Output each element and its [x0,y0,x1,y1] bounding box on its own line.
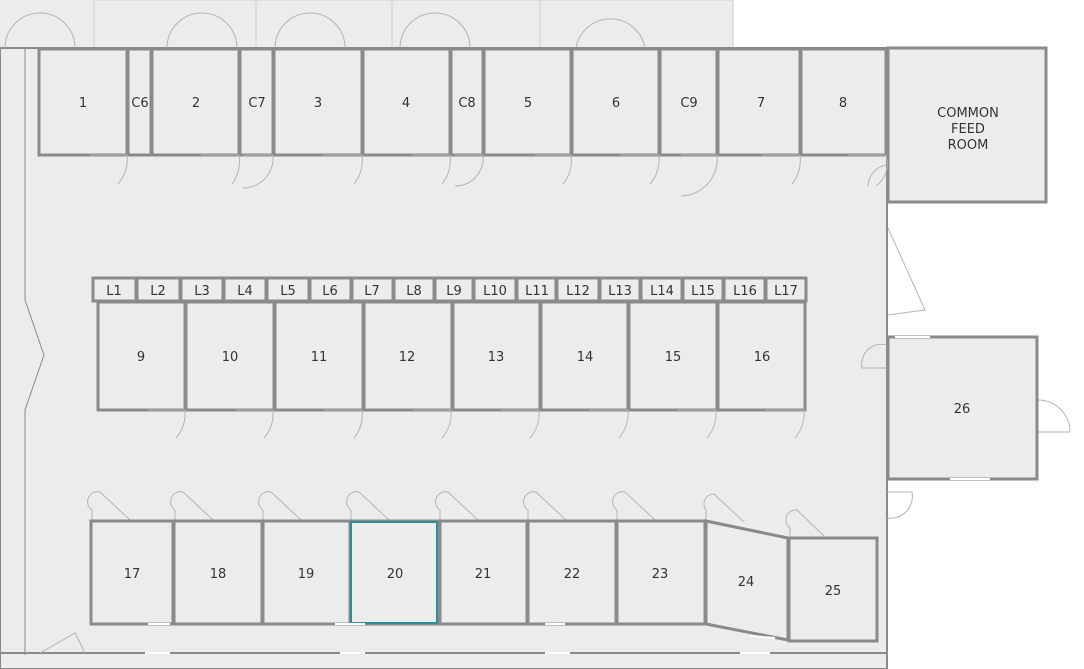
label-l3: L3 [194,284,210,299]
label-c8: C8 [458,96,475,111]
label-18: 18 [210,567,227,582]
room-labels: 1 C6 2 C7 3 4 C8 5 6 C9 7 8 COMMON FEED … [79,96,999,599]
label-l5: L5 [280,284,296,299]
label-4: 4 [402,96,410,111]
label-14: 14 [577,350,594,365]
label-l15: L15 [691,284,715,299]
label-15: 15 [665,350,682,365]
stall-16[interactable] [716,300,807,412]
middle-row-door-arcs [148,409,805,439]
label-l6: L6 [322,284,338,299]
stall-10[interactable] [184,300,276,412]
common-feed-room[interactable] [886,46,1048,204]
label-6: 6 [612,96,620,111]
label-feed-3: ROOM [948,138,989,153]
stall-4[interactable] [361,47,452,157]
upper-partial-rooms [0,0,734,49]
label-12: 12 [399,350,416,365]
label-l10: L10 [483,284,507,299]
label-2: 2 [192,96,200,111]
label-23: 23 [652,567,669,582]
label-17: 17 [124,567,141,582]
stall-6[interactable] [570,47,661,157]
bottom-row-stalls [89,519,879,643]
closet-c7[interactable] [238,47,275,157]
label-l13: L13 [608,284,632,299]
stall-5[interactable] [482,47,573,157]
stall-9[interactable] [96,300,187,412]
label-l16: L16 [733,284,757,299]
label-10: 10 [222,350,239,365]
stall-12[interactable] [362,300,454,412]
bottom-row-door-arcs [39,491,827,654]
label-l4: L4 [237,284,253,299]
label-19: 19 [298,567,315,582]
label-l2: L2 [150,284,166,299]
label-l8: L8 [406,284,422,299]
stall-20[interactable] [350,521,438,624]
label-l11: L11 [525,284,549,299]
label-c9: C9 [680,96,697,111]
label-22: 22 [564,567,581,582]
label-24: 24 [738,575,755,590]
bottom-door-gaps [145,623,776,654]
label-l14: L14 [650,284,674,299]
stall-25[interactable] [787,536,879,643]
label-11: 11 [311,350,328,365]
label-l17: L17 [774,284,798,299]
label-26: 26 [954,402,971,417]
label-l12: L12 [566,284,590,299]
stall-17[interactable] [89,519,175,626]
stall-23[interactable] [615,519,707,626]
top-door-arcs [4,12,646,49]
label-l1: L1 [106,284,122,299]
label-1: 1 [79,96,87,111]
label-25: 25 [825,584,842,599]
label-21: 21 [475,567,492,582]
stall-15[interactable] [627,300,719,412]
stall-8[interactable] [799,47,888,157]
stall-14[interactable] [539,300,630,412]
top-row-stalls [37,46,1048,204]
middle-row-stalls [96,300,807,412]
label-feed-1: COMMON [937,106,999,121]
label-20: 20 [387,567,404,582]
stall-21[interactable] [438,519,529,626]
top-row-door-arcs [90,154,888,197]
label-l9: L9 [446,284,462,299]
label-l7: L7 [364,284,380,299]
label-5: 5 [524,96,532,111]
label-13: 13 [488,350,505,365]
label-c6: C6 [131,96,148,111]
room-26[interactable] [886,335,1039,481]
stall-13[interactable] [451,300,542,412]
left-wall-line [24,48,45,655]
label-8: 8 [839,96,847,111]
label-3: 3 [314,96,322,111]
label-7: 7 [757,96,765,111]
label-9: 9 [137,350,145,365]
stall-18[interactable] [172,519,264,626]
stall-22[interactable] [526,519,618,626]
stall-1[interactable] [37,47,129,157]
east-door-swings [861,227,1071,519]
label-16: 16 [754,350,771,365]
label-c7: C7 [248,96,265,111]
stall-3[interactable] [272,47,364,157]
label-feed-2: FEED [951,122,985,137]
